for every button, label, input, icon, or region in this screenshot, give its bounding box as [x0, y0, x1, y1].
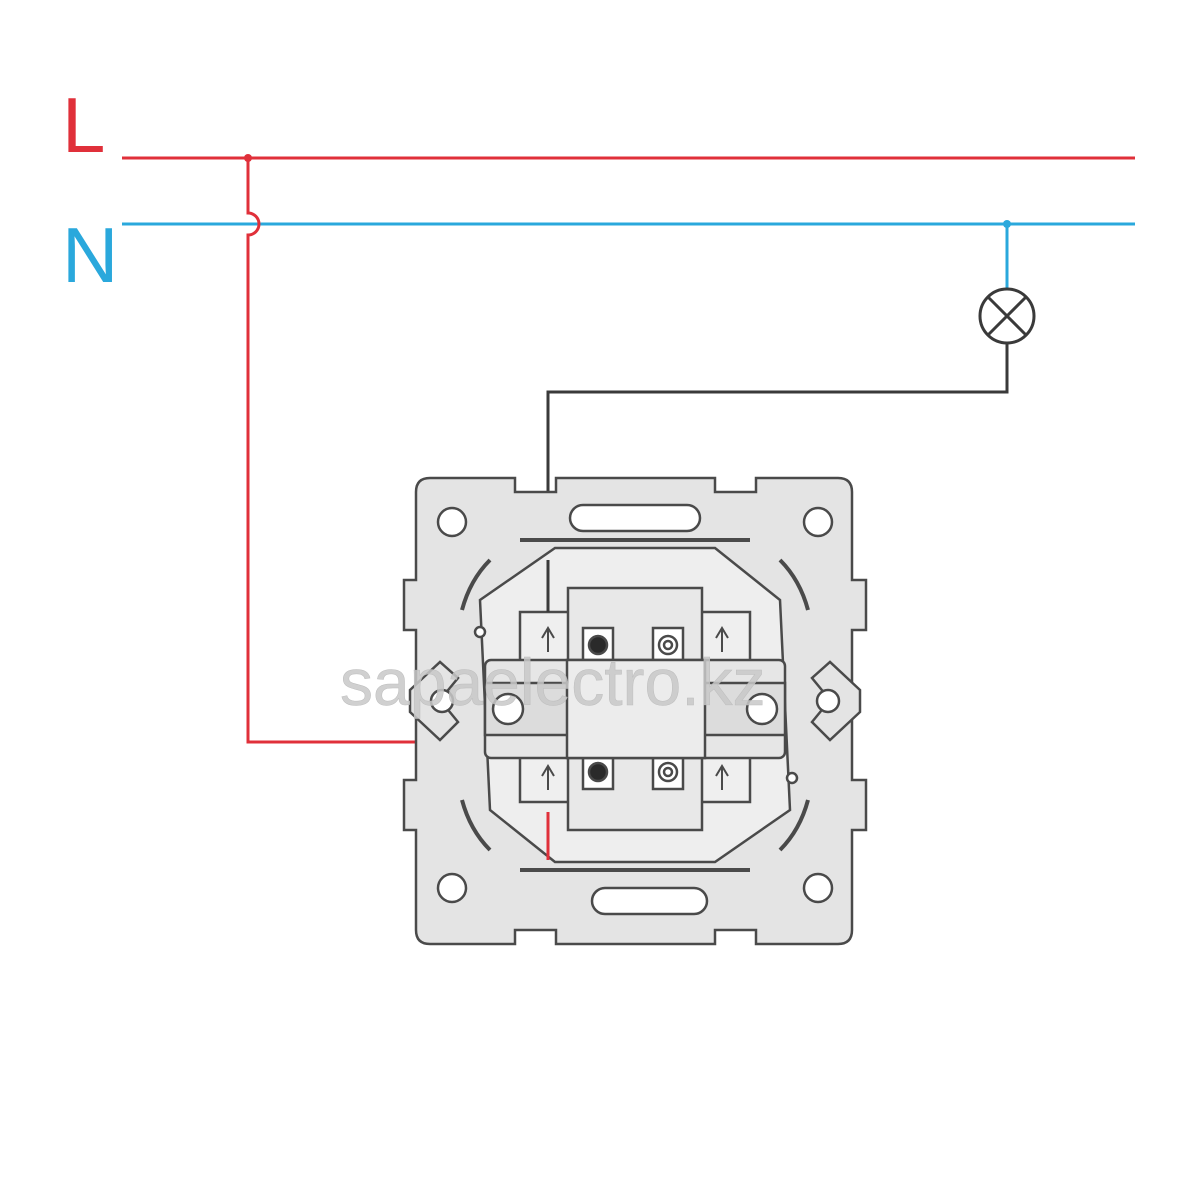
terminals — [581, 626, 685, 791]
claw-right — [810, 660, 862, 742]
label-neutral: N — [62, 211, 118, 299]
pivot-right — [745, 692, 779, 726]
mounting-slot-bottom — [590, 886, 709, 916]
screw-hole-bottom-left — [436, 872, 468, 904]
phase-feed-wire — [246, 158, 550, 812]
switch-mechanism — [402, 476, 868, 946]
pivot-left — [491, 692, 525, 726]
watermark: sapaelectro.kz — [340, 645, 766, 719]
screw-hole-top-left — [436, 506, 468, 538]
arrow-icons — [541, 626, 729, 790]
lamp-icon — [978, 287, 1036, 345]
screw-hole-top-right — [802, 506, 834, 538]
neutral-junction-dot — [1003, 220, 1011, 228]
screw-hole-bottom-right — [802, 872, 834, 904]
claw-left — [408, 660, 460, 742]
phase-junction-dot — [244, 154, 252, 162]
mounting-slot-top — [568, 503, 702, 533]
label-line: L — [62, 81, 105, 169]
